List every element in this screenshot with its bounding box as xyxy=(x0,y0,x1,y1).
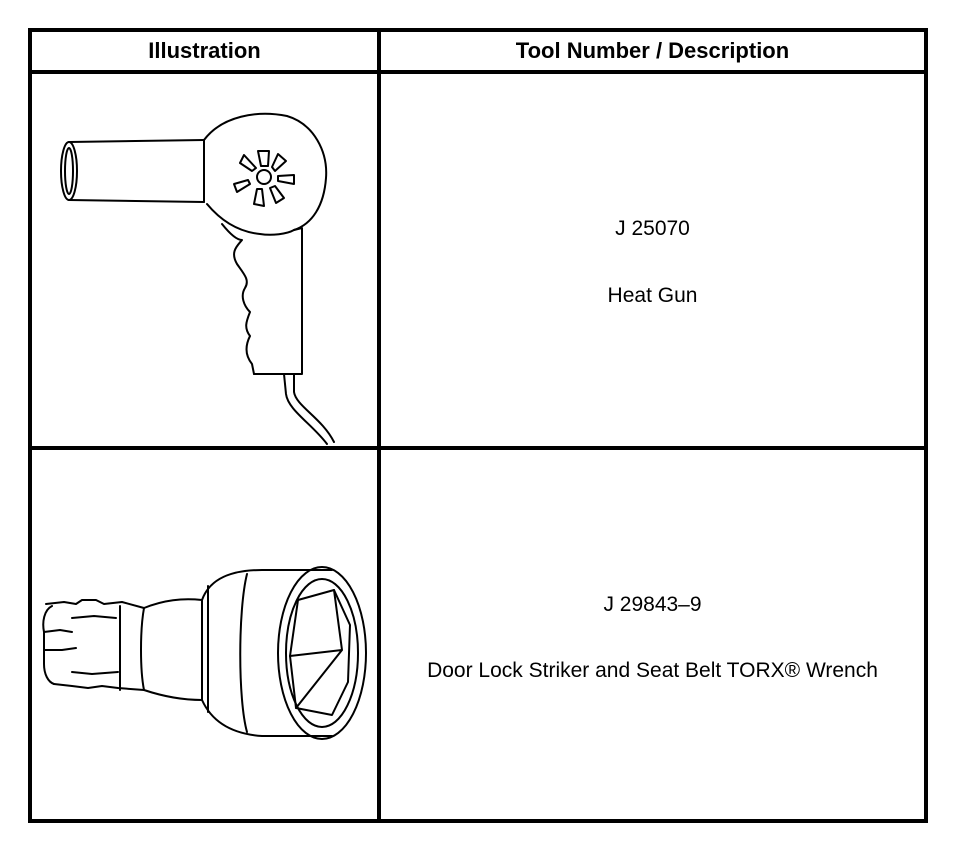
header-tool-number-description: Tool Number / Description xyxy=(515,38,790,63)
row-divider xyxy=(32,446,924,450)
row-1-description-cell: J 25070 Heat Gun xyxy=(381,74,924,446)
tool-number: J 29843–9 xyxy=(603,593,702,616)
tool-description: Door Lock Striker and Seat Belt TORX® Wr… xyxy=(427,659,878,682)
torx-wrench-socket-icon xyxy=(42,566,367,740)
header-illustration: Illustration xyxy=(148,38,261,63)
heat-gun-icon xyxy=(60,112,335,445)
row-2-illustration-cell xyxy=(32,450,377,819)
row-2-description-cell: J 29843–9 Door Lock Striker and Seat Bel… xyxy=(381,450,924,819)
column-divider xyxy=(377,32,381,819)
tool-description: Heat Gun xyxy=(607,284,698,307)
tool-number: J 25070 xyxy=(615,217,690,240)
header-divider xyxy=(32,70,924,74)
tool-table: Illustration Tool Number / Description xyxy=(28,28,928,823)
row-1-illustration-cell xyxy=(32,74,377,446)
